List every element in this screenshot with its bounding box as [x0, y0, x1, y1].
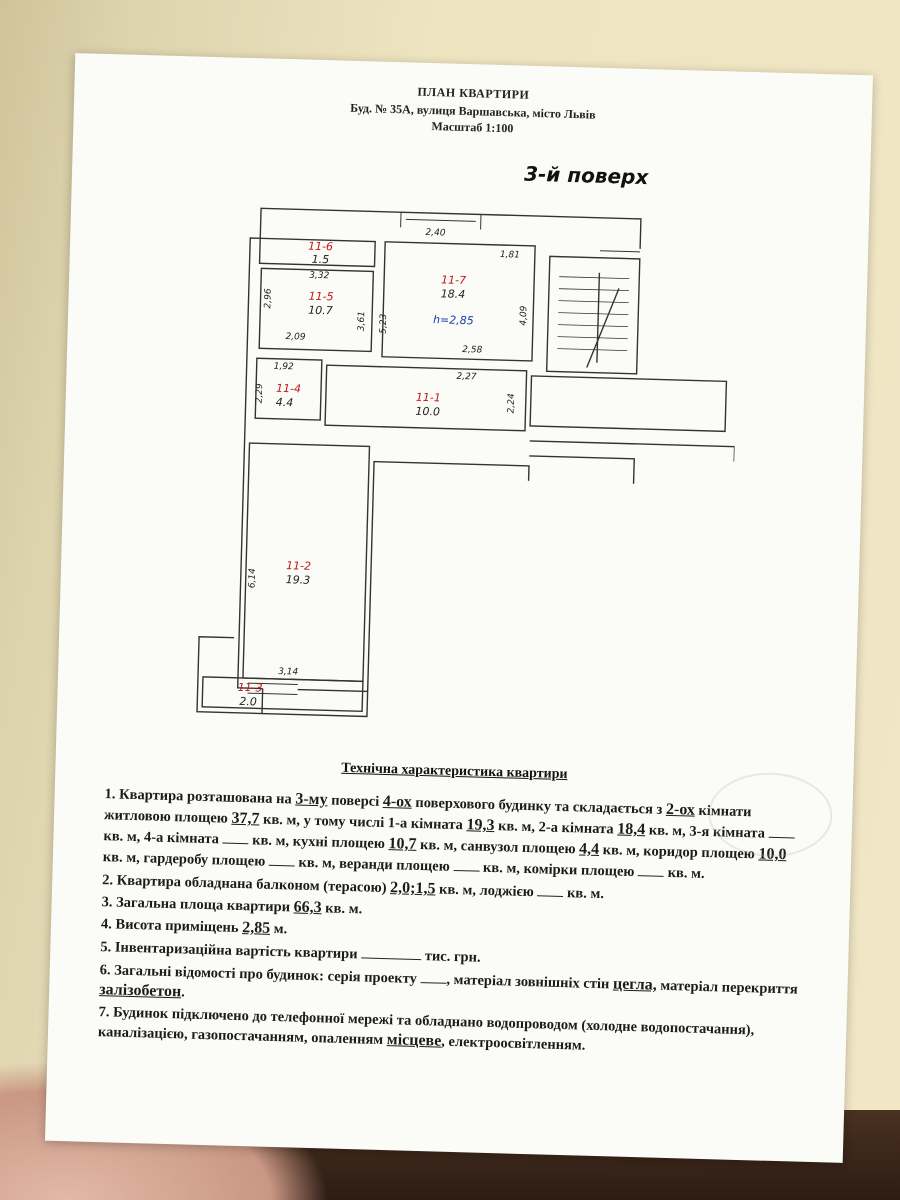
- spec-value: цегла,: [612, 975, 657, 994]
- spec-text: кв. м.: [667, 864, 705, 882]
- spec-value: місцеве: [386, 1031, 442, 1050]
- dimension-label: 2,27: [456, 372, 477, 383]
- plan-room-wall: [324, 364, 528, 432]
- spec-value: 37,7: [231, 809, 260, 828]
- spec-blank: [420, 968, 447, 984]
- room-area-label: 1.5: [311, 253, 329, 266]
- spec-text: , матеріал зовнішніх стін: [446, 971, 610, 993]
- spec-text: 4. Висота приміщень: [100, 916, 239, 936]
- spec-value: 19,3: [466, 816, 495, 835]
- dimension-label: 2,29: [255, 383, 266, 404]
- dimension-label: 3,32: [309, 271, 330, 282]
- plan-wall: [366, 460, 530, 692]
- dimension-label: 2,40: [425, 228, 446, 239]
- plan-wall: [261, 688, 369, 718]
- dimension-label: 6,14: [247, 568, 258, 589]
- spec-text: кв. м, кухні площею: [252, 832, 386, 853]
- plan-room-wall: [258, 267, 375, 353]
- spec-value: залізобетон: [98, 981, 182, 1001]
- plan-wall: [196, 636, 264, 715]
- room-area-label: 4.4: [275, 396, 293, 409]
- spec-text: м.: [273, 920, 288, 938]
- spec-text: кв. м.: [566, 885, 605, 903]
- spec-text: кв. м, 4-а кімната: [103, 828, 220, 848]
- height-note: h=2,85: [433, 313, 474, 327]
- dimension-label: 2,96: [263, 288, 274, 309]
- room-id-label: 11-7: [441, 273, 466, 287]
- dimension-label: 3,14: [278, 667, 299, 678]
- plan-wall: [529, 455, 635, 484]
- dimension-label: 2,24: [506, 393, 517, 414]
- spec-text: поверсі: [330, 792, 380, 810]
- spec-blank: [453, 855, 480, 872]
- spec-text: кв. м, санвузол площею: [419, 837, 576, 858]
- plan-stair: [545, 255, 641, 375]
- spec-text: 3. Загальна площа квартири: [101, 894, 291, 916]
- dimension-label: 4,09: [519, 305, 530, 326]
- plan-window: [400, 212, 482, 230]
- dimension-label: 1,81: [500, 250, 520, 261]
- document-sheet: ПЛАН КВАРТИРИ Буд. № 35А, вулиця Варшавс…: [44, 53, 874, 1163]
- plan-stair-steps: [557, 276, 630, 351]
- room-area-label: 2.0: [239, 695, 257, 708]
- spec-value: 4,4: [578, 840, 600, 859]
- room-id-label: 11-2: [286, 559, 311, 573]
- spec-value: 2-ох: [665, 800, 696, 819]
- spec-blank: [537, 881, 564, 898]
- spec-text: кв. м, у тому числі 1-а кімната: [262, 811, 464, 834]
- plan-room-wall: [258, 237, 376, 268]
- plan-room-wall: [381, 241, 536, 362]
- plan-wall: [529, 440, 736, 462]
- spec-value: 4-ох: [382, 792, 413, 811]
- dimension-label: 1,92: [274, 362, 295, 373]
- plan-wall: [259, 207, 642, 249]
- spec-text: кв. м, гардеробу площею: [102, 849, 266, 870]
- spec-text: , електроосвітленням.: [441, 1033, 586, 1054]
- spec-blank: [222, 828, 249, 845]
- dimension-label: 3,61: [357, 311, 368, 331]
- plan-room-wall: [201, 676, 364, 713]
- plan-window: [247, 682, 298, 696]
- dimension-label: 2,58: [462, 345, 483, 356]
- dimension-label: 2,09: [285, 332, 306, 343]
- room-area-label: 19.3: [286, 573, 311, 587]
- spec-text: тис. грн.: [424, 948, 481, 966]
- spec-text: кв. м, лоджією: [438, 881, 535, 901]
- spec-value: 18,4: [617, 820, 646, 839]
- spec-blank: [268, 850, 296, 867]
- spec-text: матеріал перекриття: [660, 977, 798, 998]
- plan-room-wall: [254, 357, 323, 421]
- spec-text: кв. м, веранди площею: [298, 854, 450, 875]
- plan-stair-line: [596, 272, 601, 363]
- dimension-label: 5,23: [379, 313, 390, 334]
- spec-blank: [637, 861, 665, 877]
- spec-blank: [361, 943, 422, 961]
- spec-text: поверхового будинку та складається з: [415, 794, 663, 818]
- spec-text: 5. Інвентаризаційна вартість квартири: [100, 939, 358, 963]
- spec-text: кв. м, 2-а кімната: [497, 818, 614, 838]
- tech-spec: 1. Квартира розташована на 3-му поверсі …: [98, 784, 805, 1063]
- spec-text: .: [181, 984, 186, 1001]
- room-area-label: 10.0: [415, 405, 440, 419]
- plan-wall: [236, 237, 263, 690]
- room-id-label: 11-4: [276, 382, 301, 396]
- spec-text: кв. м, комірки площею: [482, 859, 635, 880]
- spec-value: 2,0;1,5: [389, 879, 436, 898]
- room-id-label: 11-1: [416, 391, 441, 405]
- plan-stair-line: [586, 288, 620, 368]
- spec-value: 3-му: [295, 790, 328, 809]
- spec-value: 2,85: [241, 919, 271, 937]
- room-id-label: 11-5: [308, 290, 333, 304]
- spec-text: 1. Квартира розташована на: [104, 786, 292, 808]
- spec-text: кв. м.: [325, 900, 363, 918]
- room-area-label: 10.7: [308, 304, 333, 318]
- spec-value: 66,3: [293, 898, 322, 917]
- plan-window: [599, 250, 641, 260]
- room-area-label: 18.4: [441, 287, 466, 301]
- room-id-label: 11-6: [308, 240, 333, 254]
- spec-value: 10,7: [388, 835, 417, 853]
- floor-plan: 11-6 1.5 11-5 10.7 11-7 18.4 11-4 4.4 11…: [196, 207, 736, 718]
- room-id-label: 11-3: [238, 681, 263, 695]
- plan-corridor-wall: [529, 375, 728, 433]
